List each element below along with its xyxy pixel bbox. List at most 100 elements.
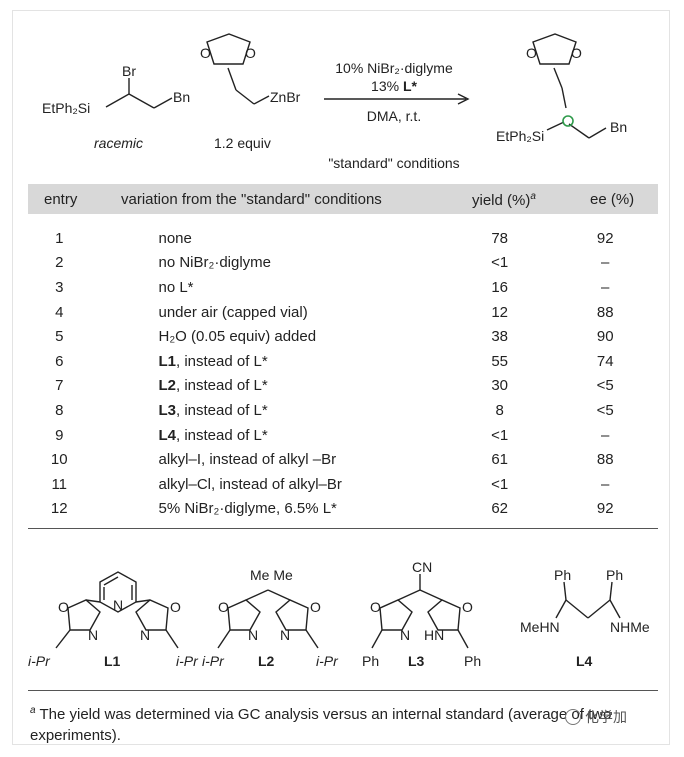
svg-text:N: N xyxy=(400,627,410,643)
reactant1-silyl: EtPh₂Si xyxy=(42,100,90,116)
oxygen-label: O xyxy=(526,45,537,61)
oxygen-label: O xyxy=(200,45,211,61)
ligand-name: L2 xyxy=(158,377,176,395)
variation-text: no L* xyxy=(158,278,194,296)
table-row: 4 under air (capped vial) 12 88 xyxy=(28,300,658,325)
condition-catalyst: 10% NiBr₂·diglyme xyxy=(335,60,453,76)
ligand-structures: N O N O N O N O N O N O i-Pr L1 i-Pr Me … xyxy=(28,559,658,685)
yield-cell: 16 xyxy=(491,278,509,296)
variation-cell: none xyxy=(90,226,446,251)
ee-cell: 90 xyxy=(596,328,614,346)
entry-cell: 1 xyxy=(55,229,64,247)
variation-text: no NiBr₂·diglyme xyxy=(158,254,272,272)
svg-text:O: O xyxy=(310,599,321,615)
ee-cell: – xyxy=(601,426,610,444)
yield-cell: <1 xyxy=(491,254,509,272)
variation-cell: L4, instead of L* xyxy=(90,423,446,448)
reactant1-label: racemic xyxy=(94,135,143,151)
l4-label: L4 xyxy=(576,653,593,669)
entry-cell: 11 xyxy=(51,475,68,493)
l2-left-substituent: i-Pr xyxy=(202,653,225,669)
l3-nh: HN xyxy=(424,627,444,643)
variation-cell: L2, instead of L* xyxy=(90,374,446,399)
variation-text: , instead of L* xyxy=(176,352,268,370)
variation-text: , instead of L* xyxy=(176,401,268,419)
table-header: entry variation from the "standard" cond… xyxy=(28,184,658,214)
product-silyl: EtPh₂Si xyxy=(496,128,544,144)
variation-cell: under air (capped vial) xyxy=(90,300,446,325)
svg-text:N: N xyxy=(113,597,123,613)
svg-text:N: N xyxy=(248,627,258,643)
entry-cell: 8 xyxy=(55,401,64,419)
entry-cell: 3 xyxy=(55,278,64,296)
product-bn: Bn xyxy=(610,119,627,135)
entry-cell: 4 xyxy=(55,303,64,321)
ee-cell: <5 xyxy=(596,377,614,395)
variation-cell: 5% NiBr₂·diglyme, 6.5% L* xyxy=(90,497,446,522)
condition-ligand-prefix: 13% xyxy=(371,78,403,94)
table-row: 5 H₂O (0.05 equiv) added 38 90 xyxy=(28,324,658,349)
variation-text: alkyl–I, instead of alkyl –Br xyxy=(158,451,337,469)
ee-cell: 92 xyxy=(596,229,614,247)
footnote-rule xyxy=(28,690,658,691)
yield-cell: <1 xyxy=(491,475,509,493)
ee-cell: 92 xyxy=(596,500,614,518)
yield-cell: 38 xyxy=(491,328,509,346)
l1-right-substituent: i-Pr xyxy=(176,653,199,669)
l4-left-amine: MeHN xyxy=(520,619,560,635)
ee-cell: 88 xyxy=(596,303,614,321)
svg-text:N: N xyxy=(88,627,98,643)
ee-cell: – xyxy=(601,475,610,493)
l3-left-substituent: Ph xyxy=(362,653,379,669)
oxygen-label: O xyxy=(571,45,582,61)
entry-cell: 9 xyxy=(55,426,64,444)
svg-text:O: O xyxy=(462,599,473,615)
entry-cell: 5 xyxy=(55,328,64,346)
ligand-name: L3 xyxy=(158,401,176,419)
ee-cell: <5 xyxy=(596,401,614,419)
yield-cell: 62 xyxy=(491,500,509,518)
condition-ligand: 13% L* xyxy=(314,78,474,94)
l1-left-substituent: i-Pr xyxy=(28,653,51,669)
yield-cell: 12 xyxy=(491,303,509,321)
reaction-scheme: O O O O Br EtPh₂Si Bn racemic ZnBr 1.2 e… xyxy=(14,12,670,177)
entry-cell: 10 xyxy=(50,451,68,469)
l2-top: Me Me xyxy=(250,567,293,583)
yield-cell: <1 xyxy=(491,426,509,444)
reactant2-label: 1.2 equiv xyxy=(214,135,271,151)
table-row: 1 none 78 92 xyxy=(28,226,658,251)
ee-cell: – xyxy=(601,254,610,272)
yield-cell: 30 xyxy=(491,377,509,395)
yield-cell: 78 xyxy=(491,229,509,247)
svg-text:O: O xyxy=(58,599,69,615)
table-row: 7 L2, instead of L* 30 <5 xyxy=(28,374,658,399)
l2-label: L2 xyxy=(258,653,275,669)
variation-cell: L3, instead of L* xyxy=(90,398,446,423)
condition-solvent: DMA, r.t. xyxy=(366,108,422,124)
standard-conditions-caption: "standard" conditions xyxy=(328,155,460,171)
svg-text:O: O xyxy=(218,599,229,615)
entry-cell: 7 xyxy=(55,377,64,395)
variation-text: alkyl–Cl, instead of alkyl–Br xyxy=(158,475,342,493)
svg-text:N: N xyxy=(140,627,150,643)
footnote-text: The yield was determined via GC analysis… xyxy=(30,706,612,744)
l3-label: L3 xyxy=(408,653,425,669)
watermark-icon xyxy=(565,709,581,725)
ee-cell: 74 xyxy=(596,352,614,370)
variation-cell: no NiBr₂·diglyme xyxy=(90,251,446,276)
oxygen-label: O xyxy=(245,45,256,61)
l2-right-substituent: i-Pr xyxy=(316,653,339,669)
variation-text: 5% NiBr₂·diglyme, 6.5% L* xyxy=(158,500,337,518)
variation-text: , instead of L* xyxy=(176,377,268,395)
watermark: 化学加 xyxy=(585,709,627,725)
table-row: 11 alkyl–Cl, instead of alkyl–Br <1 – xyxy=(28,472,658,497)
variation-text: H₂O (0.05 equiv) added xyxy=(158,328,317,346)
footnote-marker: a xyxy=(30,705,36,716)
variation-cell: alkyl–Cl, instead of alkyl–Br xyxy=(90,472,446,497)
ee-cell: 88 xyxy=(596,451,614,469)
condition-ligand-name: L* xyxy=(402,78,417,94)
